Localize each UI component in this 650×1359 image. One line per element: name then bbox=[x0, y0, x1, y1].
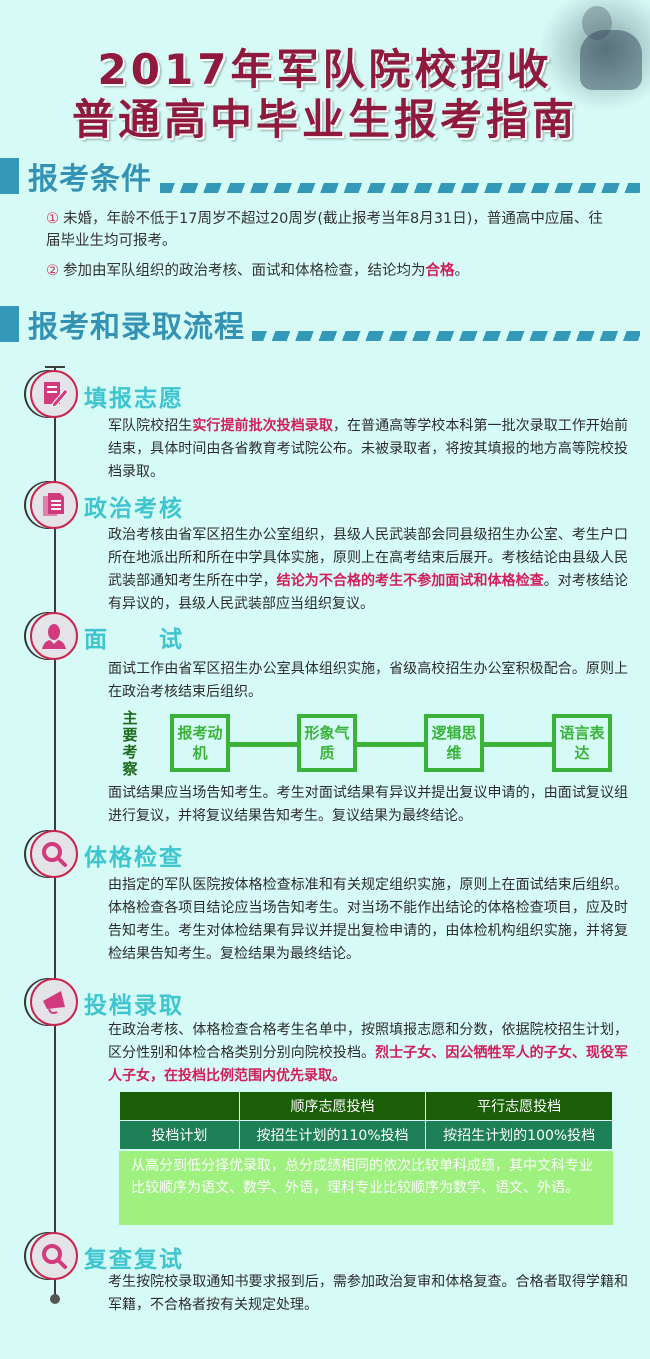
magnifier-icon bbox=[30, 1232, 78, 1280]
step-text: 政治考核由省军区招生办公室组织，县级人民武装部会同县级招生办公室、考生户口所在地… bbox=[108, 527, 628, 589]
focus-item-logic: 逻辑思维 bbox=[424, 714, 484, 772]
table-header-cell: 平行志愿投档 bbox=[425, 1091, 613, 1121]
timeline-end-dot bbox=[50, 1294, 60, 1304]
page-header: 2017年军队院校招收 普通高中毕业生报考指南 bbox=[0, 0, 650, 150]
header-photo bbox=[540, 0, 650, 110]
section-process-header: 报考和录取流程 bbox=[0, 300, 650, 345]
condition-text: 未婚，年龄不低于17周岁不超过20周岁(截止报考当年8月31日)，普通高中应届、… bbox=[46, 211, 603, 249]
step-body-fill-application: 军队院校招生实行提前批次投档录取，在普通高等学校本科第一批次录取工作开始前结束，… bbox=[108, 415, 628, 484]
dash-divider bbox=[252, 331, 640, 341]
step-title-interview: 面 试 bbox=[84, 627, 184, 653]
step-title-admission: 投档录取 bbox=[84, 993, 184, 1019]
table-header-cell: 顺序志愿投档 bbox=[238, 1091, 427, 1121]
dash-divider bbox=[160, 183, 640, 193]
photo-head-shape bbox=[582, 6, 612, 40]
step-body-recheck: 考生按院校录取通知书要求报到后，需参加政治复审和体格复查。合格者取得学籍和军籍，… bbox=[108, 1274, 628, 1313]
table-cell: 按招生计划的100%投档 bbox=[425, 1120, 613, 1150]
megaphone-icon bbox=[30, 978, 78, 1026]
form-pen-icon bbox=[30, 370, 78, 418]
step-text-end: 。对考核结论有异议的，县级人民武装部应当组织复议。 bbox=[108, 573, 629, 612]
step-text-end: ，在普通高等学校本科第一批次录取工作开始前结束，具体时间由各省教育考试院公布。未… bbox=[108, 418, 629, 480]
step-body-interview-intro: 面试工作由省军区招生办公室具体组织实施，省级高校招生办公室积极配合。原则上在政治… bbox=[108, 661, 628, 700]
step-body-physical-exam: 由指定的军队医院按体格检查标准和有关规定组织实施，原则上在面试结束后组织。体格检… bbox=[108, 877, 628, 962]
table-header-row: 顺序志愿投档 平行志愿投档 bbox=[119, 1091, 613, 1121]
photo-body-shape bbox=[580, 30, 642, 90]
focus-item-motivation: 报考动机 bbox=[170, 714, 230, 772]
section-bar-decoration bbox=[0, 306, 19, 342]
step-title-political-review: 政治考核 bbox=[84, 496, 184, 522]
section-title: 报考和录取流程 bbox=[28, 310, 245, 345]
focus-item-language: 语言表达 bbox=[552, 714, 612, 772]
step-text: 军队院校招生 bbox=[108, 418, 193, 434]
focus-connector-line bbox=[180, 742, 590, 747]
step-title-physical-exam: 体格检查 bbox=[84, 845, 184, 871]
condition-text: 参加由军队组织的政治考核、面试和体格检查，结论均为 bbox=[63, 263, 426, 279]
focus-item-appearance: 形象气质 bbox=[297, 714, 357, 772]
page-title-line-2: 普通高中毕业生报考指南 bbox=[71, 95, 578, 144]
step-title-fill-application: 填报志愿 bbox=[84, 386, 184, 412]
step-highlight: 实行提前批次投档录取 bbox=[192, 418, 333, 434]
admission-table: 顺序志愿投档 平行志愿投档 投档计划 按招生计划的110%投档 按招生计划的10… bbox=[119, 1091, 613, 1150]
condition-text-end: 。 bbox=[454, 263, 470, 279]
step-title-recheck: 复查复试 bbox=[84, 1247, 184, 1273]
admission-note: 从高分到低分择优录取，总分成绩相同的依次比较单科成绩，其中文科专业比较顺序为语文… bbox=[119, 1151, 613, 1225]
step-highlight: 烈士子女、因公牺牲军人的子女、现役军人子女，在投档比例范围内优先录取。 bbox=[108, 1045, 629, 1084]
focus-label: 主要考察 bbox=[122, 709, 138, 778]
condition-number: ② bbox=[46, 263, 59, 279]
section-conditions-header: 报考条件 bbox=[0, 152, 650, 197]
step-text: 在政治考核、体格检查合格考生名单中，按照填报志愿和分数，依据院校招生计划，区分性… bbox=[108, 1022, 628, 1061]
condition-number: ① bbox=[46, 211, 59, 227]
step-body-interview-outro: 面试结果应当场告知考生。考生对面试结果有异议并提出复议申请的，由面试复议组进行复… bbox=[108, 785, 628, 824]
condition-highlight: 合格 bbox=[425, 263, 455, 279]
step-body-admission: 在政治考核、体格检查合格考生名单中，按照填报志愿和分数，依据院校招生计划，区分性… bbox=[108, 1019, 628, 1088]
table-cell: 按招生计划的110%投档 bbox=[238, 1120, 427, 1150]
section-title: 报考条件 bbox=[28, 162, 152, 197]
step-body-political-review: 政治考核由省军区招生办公室组织，县级人民武装部会同县级招生办公室、考生户口所在地… bbox=[108, 524, 628, 616]
table-row: 投档计划 按招生计划的110%投档 按招生计划的100%投档 bbox=[119, 1120, 613, 1150]
person-icon bbox=[30, 612, 78, 660]
section-bar-decoration bbox=[0, 158, 19, 194]
magnifier-icon bbox=[30, 830, 78, 878]
document-icon bbox=[30, 481, 78, 529]
table-header-cell bbox=[119, 1091, 240, 1121]
timeline-top-cap bbox=[45, 366, 65, 368]
page-title-line-1: 2017年军队院校招收 bbox=[97, 45, 553, 94]
table-cell: 投档计划 bbox=[119, 1120, 240, 1150]
step-highlight: 结论为不合格的考生不参加面试和体格检查 bbox=[276, 573, 544, 589]
